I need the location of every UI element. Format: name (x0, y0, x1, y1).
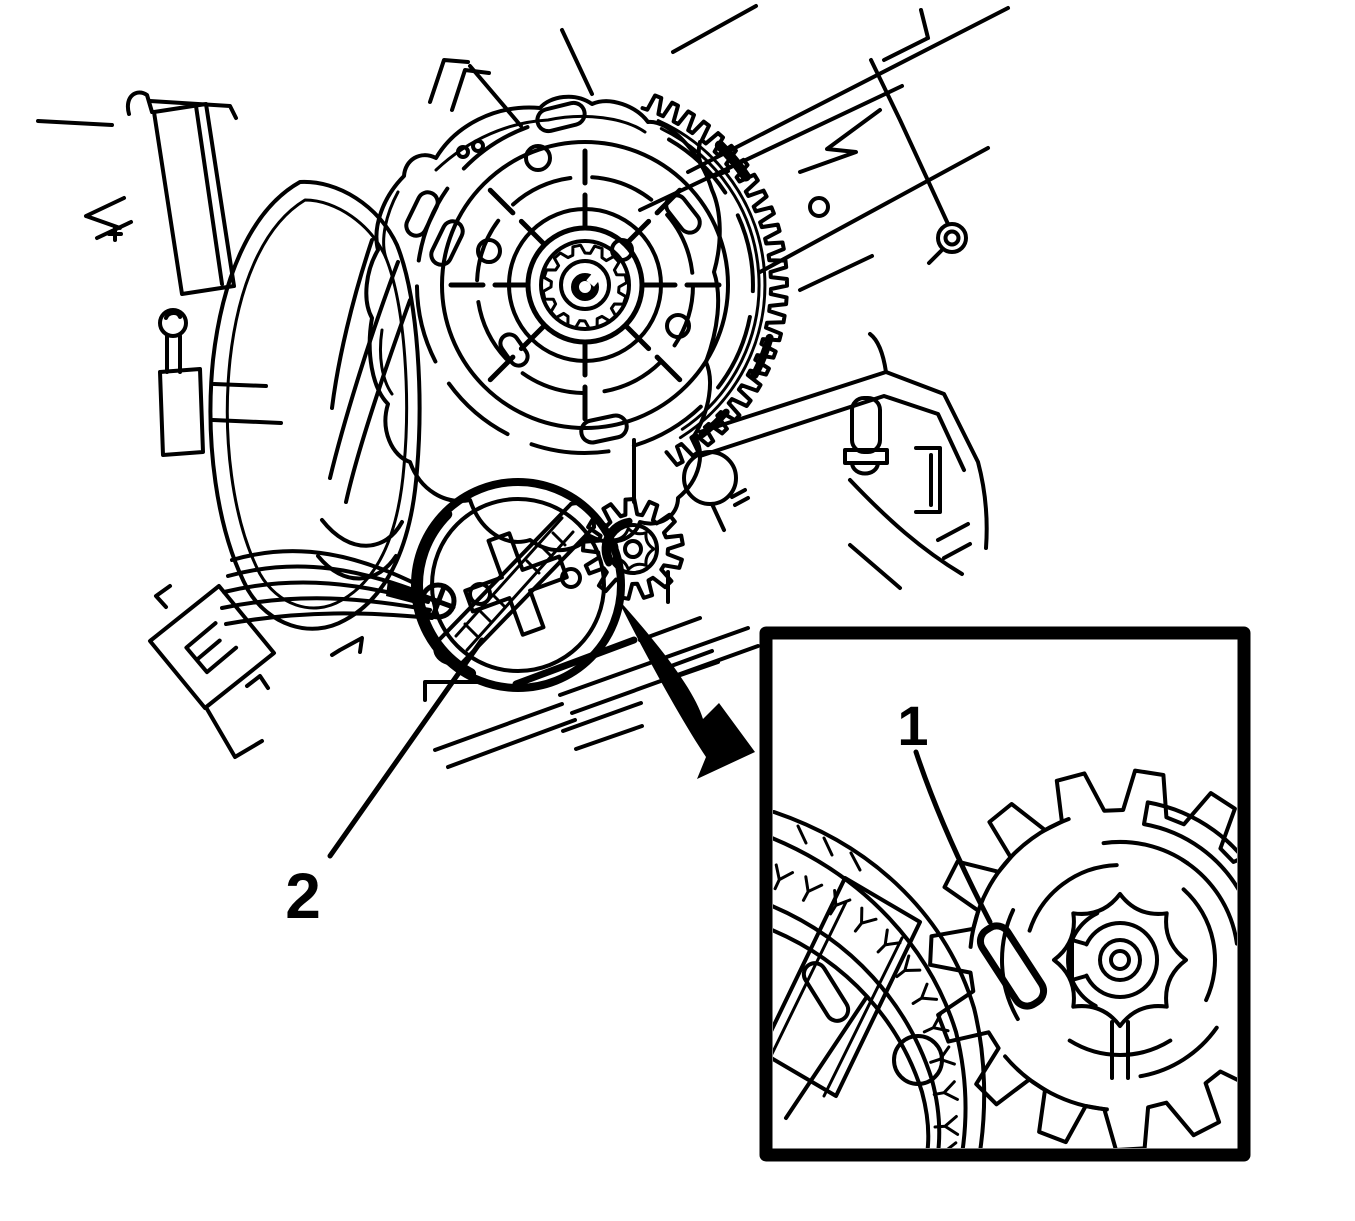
inset-center-ring (1098, 938, 1142, 982)
inset-spline (1052, 892, 1188, 1028)
plate-hole (892, 1034, 944, 1086)
callout-1-label: 1 (897, 694, 928, 757)
shaft-bore (559, 259, 611, 311)
ring (440, 140, 730, 430)
mount-slot (429, 219, 465, 267)
detail-inset-content: 1 (773, 694, 1237, 1148)
connector-block (148, 584, 489, 759)
stud-bolt (843, 396, 889, 476)
c-bracket (914, 446, 942, 514)
corner-tick (450, 68, 491, 112)
callout-2: 2 (285, 637, 485, 932)
gear-shading (714, 140, 751, 182)
spokes (442, 142, 728, 428)
mount-slot (579, 413, 629, 445)
plate-hole (524, 144, 552, 172)
slot-bar-edge (436, 502, 573, 643)
small-flag (330, 636, 364, 657)
hook-eyelet (158, 308, 188, 338)
gear-band (659, 127, 761, 431)
mount-slot (404, 190, 440, 238)
plate-hole (476, 238, 502, 264)
inset-band-piece (1142, 800, 1237, 891)
inset-pinion-teeth (928, 768, 1237, 1148)
gear-shading (750, 333, 774, 380)
rail-hole (808, 196, 830, 218)
retainer-tab (976, 922, 1048, 1010)
wire-strap (220, 549, 434, 626)
hub-ring (539, 239, 631, 331)
corner-tick (428, 58, 470, 104)
cross-slot (463, 531, 569, 637)
upper-bracket (36, 28, 594, 457)
inset-slot-plate (773, 876, 944, 1120)
strap-clamp (386, 580, 424, 606)
plate-hole (665, 313, 691, 339)
mount-slot (498, 332, 530, 368)
frame-rails (638, 4, 1010, 590)
zoom-arrow-icon (617, 598, 755, 779)
plate-slot (801, 961, 851, 1023)
small-pointer-icon (84, 196, 133, 242)
inset-pinion-gear (928, 768, 1237, 1148)
pinion-ring (607, 523, 659, 575)
pinion-teeth (581, 497, 685, 601)
spline-ring (541, 243, 629, 331)
connector-slot (184, 621, 239, 675)
disc-hole (468, 582, 492, 606)
mount-slot (535, 100, 587, 134)
rail-hole-large (682, 450, 750, 532)
callout-2-label: 2 (285, 860, 321, 932)
plate-hole (471, 139, 485, 153)
sector-gear-teeth (640, 93, 789, 467)
disc-hole (560, 567, 582, 589)
inset-sector-band (773, 810, 987, 1148)
shaft-keyway (586, 271, 602, 287)
pinion-center (623, 539, 643, 559)
hub-pin (610, 238, 634, 262)
screw-icon (869, 58, 968, 265)
inset-center-hole (1109, 949, 1131, 971)
mount-slot (664, 193, 702, 235)
motor-gear-assembly (364, 93, 789, 553)
callout-2-leader (327, 637, 485, 859)
hub (525, 225, 645, 345)
callout-1-leader (913, 749, 993, 925)
gear-band (656, 119, 767, 440)
gear-shading (698, 408, 730, 439)
plate-hole (456, 145, 470, 159)
shaft-center (571, 273, 599, 301)
